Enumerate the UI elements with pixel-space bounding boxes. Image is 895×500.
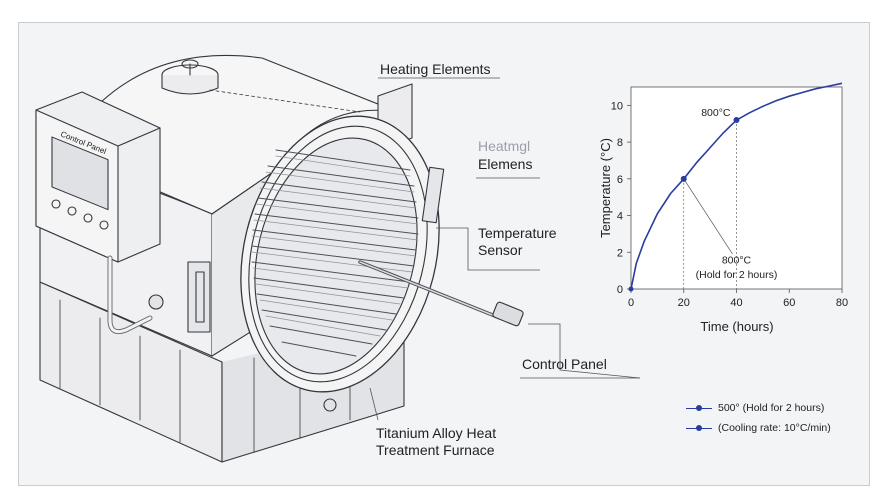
x-tick-label: 60 [783, 297, 795, 309]
y-tick-label: 6 [617, 174, 623, 186]
series-origin-point [628, 286, 634, 292]
y-tick-label: 10 [611, 100, 623, 112]
legend-item-cooling: (Cooling rate: 10°C/min) [686, 418, 831, 438]
x-tick-label: 0 [628, 297, 634, 309]
label-heating-ghost: Heatmgl [478, 138, 531, 154]
chart-annotation: 800°C [701, 107, 731, 119]
y-tick-label: 8 [617, 137, 623, 149]
label-furnace-line2: Treatment Furnace [376, 442, 495, 458]
legend-text-hold: 500° (Hold for 2 hours) [718, 402, 825, 414]
y-tick-label: 0 [617, 284, 623, 296]
label-control-panel: Control Panel [522, 356, 607, 372]
y-tick-label: 4 [617, 211, 623, 223]
series-line [630, 82, 843, 290]
label-temperature: Temperature [478, 225, 557, 241]
series-marker-point [733, 117, 740, 124]
legend-swatch-cooling [686, 424, 712, 432]
legend-item-hold: 500° (Hold for 2 hours) [686, 398, 831, 418]
x-tick-label: 20 [678, 297, 690, 309]
chart-annotation: (Hold for 2 hours) [696, 269, 778, 281]
x-axis-label: Time (hours) [700, 319, 773, 334]
x-tick-label: 80 [836, 297, 848, 309]
label-heating-elements: Heating Elements [380, 61, 491, 77]
chart-legend: 500° (Hold for 2 hours) (Cooling rate: 1… [686, 398, 831, 438]
series-marker-point [680, 175, 687, 182]
annotation-leader [683, 178, 733, 255]
y-tick-label: 2 [617, 247, 623, 259]
chart-annotation: 800°C [722, 254, 752, 266]
label-sensor: Sensor [478, 242, 523, 258]
y-axis-label: Temperature (°C) [598, 138, 613, 238]
legend-text-cooling: (Cooling rate: 10°C/min) [718, 422, 831, 434]
label-furnace-line1: Titanium Alloy Heat [376, 425, 497, 441]
x-tick-label: 40 [730, 297, 742, 309]
legend-swatch-hold [686, 404, 712, 412]
label-elemens: Elemens [478, 156, 533, 172]
